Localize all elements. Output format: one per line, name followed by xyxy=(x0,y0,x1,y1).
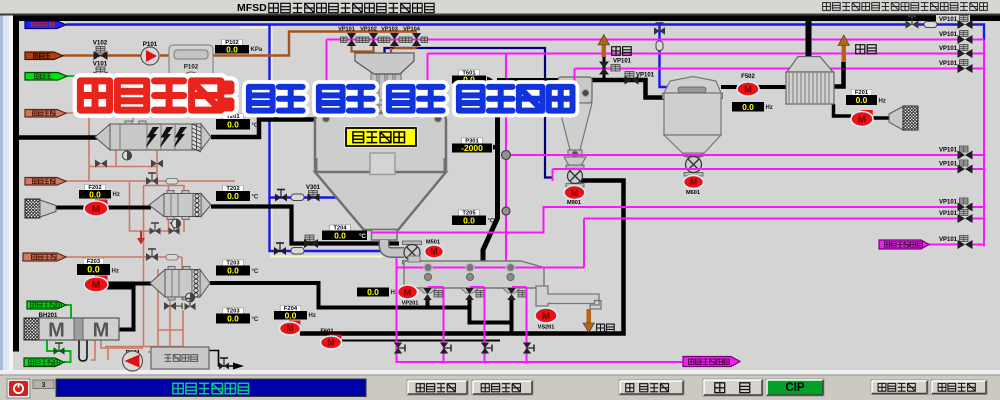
svg-text:°C: °C xyxy=(252,317,259,323)
svg-text:V102: V102 xyxy=(93,40,108,47)
svg-text:P301: P301 xyxy=(465,139,479,145)
svg-text:VP101: VP101 xyxy=(939,46,958,52)
svg-text:BH201: BH201 xyxy=(39,313,58,319)
svg-text:F202: F202 xyxy=(88,185,101,191)
svg-text:0.0: 0.0 xyxy=(463,75,475,85)
svg-text:F601: F601 xyxy=(320,329,334,335)
svg-text:M: M xyxy=(404,287,412,298)
svg-text:0.0: 0.0 xyxy=(227,314,239,324)
svg-text:M901: M901 xyxy=(567,200,581,206)
svg-text:F201: F201 xyxy=(855,90,869,96)
svg-text:VP103: VP103 xyxy=(381,27,398,33)
svg-text:M: M xyxy=(571,188,579,199)
svg-text:Hz: Hz xyxy=(309,313,316,319)
svg-text:0.0: 0.0 xyxy=(226,44,238,54)
svg-text:0.0: 0.0 xyxy=(87,265,100,275)
svg-text:VP101: VP101 xyxy=(939,237,958,243)
svg-text:M: M xyxy=(92,204,100,215)
svg-text:VP104: VP104 xyxy=(403,27,421,33)
svg-text:V301: V301 xyxy=(306,185,321,191)
svg-text:VP101: VP101 xyxy=(939,162,958,168)
svg-text:M: M xyxy=(858,115,866,126)
svg-text:Hz: Hz xyxy=(391,290,398,296)
svg-text:M: M xyxy=(690,177,697,187)
svg-text:M: M xyxy=(93,320,110,342)
svg-text:M: M xyxy=(744,84,752,95)
svg-text:T205: T205 xyxy=(462,211,476,217)
svg-text:M: M xyxy=(430,247,437,257)
svg-text:M601: M601 xyxy=(686,190,700,196)
svg-text:0.0: 0.0 xyxy=(334,230,346,240)
svg-text:T203: T203 xyxy=(226,309,240,315)
svg-text:T204: T204 xyxy=(333,226,347,232)
svg-text:VP101: VP101 xyxy=(939,148,958,154)
svg-text:3: 3 xyxy=(42,382,46,389)
svg-text:M: M xyxy=(48,320,65,342)
svg-text:Hz: Hz xyxy=(879,99,886,105)
svg-text:0.0: 0.0 xyxy=(227,266,239,276)
svg-text:0.0: 0.0 xyxy=(285,310,297,320)
svg-text:VS201: VS201 xyxy=(538,325,555,331)
svg-text:M: M xyxy=(92,280,100,291)
svg-text:VP101: VP101 xyxy=(939,17,958,23)
svg-text:KPa: KPa xyxy=(251,47,263,53)
svg-text:VP101: VP101 xyxy=(636,73,655,79)
svg-text:0.0: 0.0 xyxy=(463,215,475,225)
svg-text:VP101: VP101 xyxy=(939,211,958,217)
svg-text:0.0: 0.0 xyxy=(227,119,239,129)
svg-text:-2000: -2000 xyxy=(461,143,483,153)
svg-text:Hz: Hz xyxy=(113,192,120,198)
svg-text:M: M xyxy=(327,338,334,348)
svg-text:F204: F204 xyxy=(284,306,298,312)
svg-text:CIP: CIP xyxy=(785,382,805,394)
svg-text:Hz: Hz xyxy=(112,269,119,275)
svg-text:0.0: 0.0 xyxy=(856,95,868,105)
svg-text:P101: P101 xyxy=(143,41,158,48)
svg-text:0.0: 0.0 xyxy=(367,287,379,297)
svg-text:°C: °C xyxy=(359,234,366,240)
svg-text:°C: °C xyxy=(252,195,259,201)
svg-text:VP101: VP101 xyxy=(939,200,958,206)
svg-text:VP101: VP101 xyxy=(939,32,958,38)
svg-text:VP102: VP102 xyxy=(360,27,377,33)
svg-text:T202: T202 xyxy=(226,186,239,192)
svg-text:MFSD: MFSD xyxy=(237,2,267,14)
svg-text:P102: P102 xyxy=(225,40,239,46)
svg-text:0.0: 0.0 xyxy=(89,189,101,199)
svg-text:M501: M501 xyxy=(426,240,440,246)
svg-text:Hz: Hz xyxy=(766,105,773,111)
svg-text:P102: P102 xyxy=(184,64,199,71)
svg-text:VP101: VP101 xyxy=(338,27,355,33)
svg-text:VP201: VP201 xyxy=(402,301,419,307)
svg-text:T601: T601 xyxy=(462,71,476,77)
svg-text:°C: °C xyxy=(488,219,495,225)
svg-text:0.0: 0.0 xyxy=(742,102,754,112)
svg-text:T203: T203 xyxy=(226,261,240,267)
svg-text:°C: °C xyxy=(252,123,259,129)
svg-text:VP101: VP101 xyxy=(613,59,632,65)
svg-text:F203: F203 xyxy=(87,259,101,265)
svg-text:M: M xyxy=(542,311,550,322)
svg-text:°C: °C xyxy=(252,269,259,275)
svg-text:T201: T201 xyxy=(226,114,240,120)
svg-text:VP101: VP101 xyxy=(939,61,958,67)
svg-text:M: M xyxy=(286,324,293,334)
svg-text:V101: V101 xyxy=(93,61,108,68)
svg-text:0.0: 0.0 xyxy=(227,191,239,201)
svg-text:F502: F502 xyxy=(741,74,755,80)
